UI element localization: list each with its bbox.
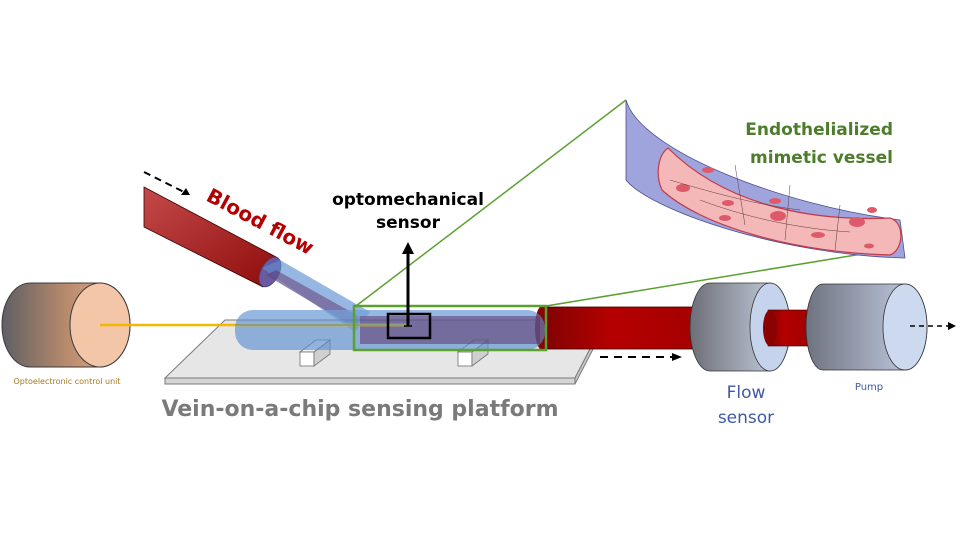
vessel-label-line2: mimetic vessel bbox=[750, 148, 893, 168]
microfluidic-channel bbox=[235, 260, 545, 350]
arrow-head-icon bbox=[402, 242, 414, 254]
zoom-line-top bbox=[355, 99, 627, 307]
sensor-label-line1: optomechanical bbox=[332, 190, 484, 210]
arrow-head-icon bbox=[672, 353, 682, 361]
optoelectronic-control-unit bbox=[1, 282, 131, 368]
mimetic-vessel-inset bbox=[625, 99, 906, 259]
flow-sensor bbox=[689, 282, 809, 372]
zoom-region-box bbox=[352, 304, 548, 352]
flow-arrow-inlet bbox=[143, 171, 190, 195]
arrow-head-icon bbox=[181, 188, 190, 195]
flow-arrow-pump-out bbox=[910, 322, 956, 330]
endothelial-nuclei bbox=[676, 167, 877, 249]
zoom-line-bottom bbox=[545, 252, 869, 307]
sensor-label-line2: sensor bbox=[376, 213, 441, 233]
flow-sensor-label-line2: sensor bbox=[718, 408, 774, 428]
flow-sensor-label-line1: Flow bbox=[727, 383, 766, 403]
arrow-head-icon bbox=[948, 322, 956, 330]
cell-boundaries bbox=[669, 164, 851, 251]
pump bbox=[805, 283, 928, 371]
flow-arrow-outlet bbox=[600, 353, 682, 361]
vessel-label-line1: Endothelialized bbox=[745, 120, 893, 140]
control-unit-label: Optoelectronic control unit bbox=[13, 377, 120, 386]
platform-label: Vein-on-a-chip sensing platform bbox=[161, 397, 558, 422]
pump-label: Pump bbox=[855, 382, 883, 393]
